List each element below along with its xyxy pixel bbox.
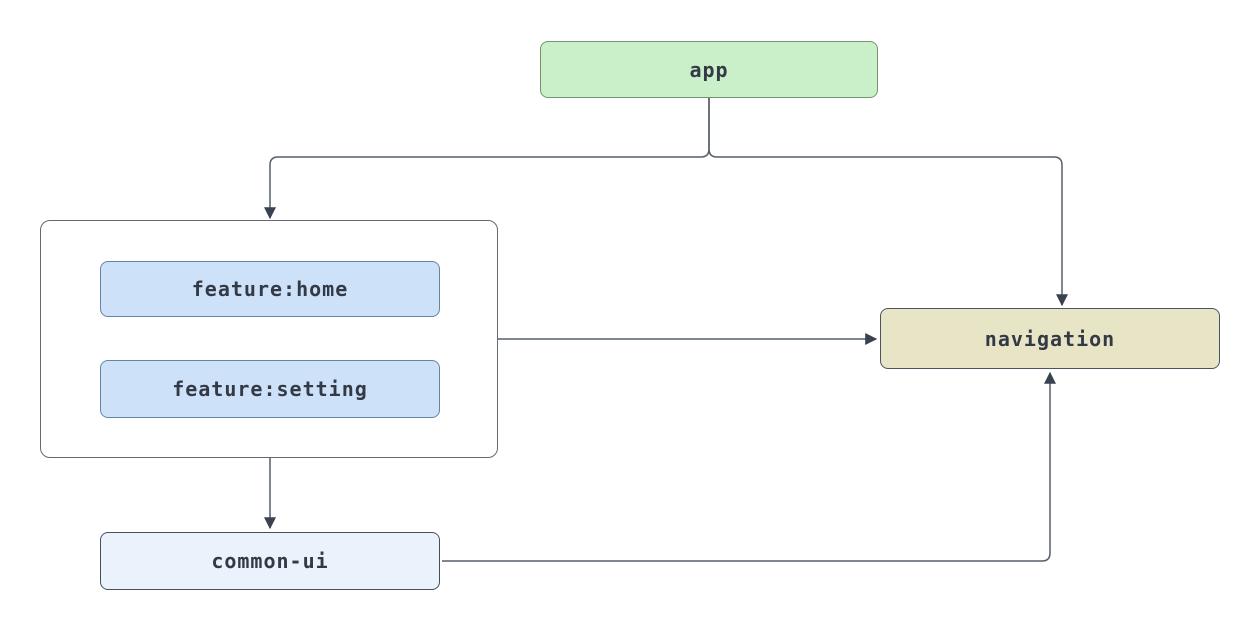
edge-common-ui-to-navigation xyxy=(442,371,1056,562)
edge-app-to-features-group xyxy=(264,98,710,220)
node-common-ui-label: common-ui xyxy=(211,549,329,573)
edge-app-to-navigation xyxy=(708,98,1068,307)
node-feature-home-label: feature:home xyxy=(191,277,349,301)
node-feature-home: feature:home xyxy=(100,261,440,317)
features-group-box xyxy=(40,220,498,458)
node-navigation-label: navigation xyxy=(984,326,1116,351)
node-common-ui: common-ui xyxy=(100,532,440,590)
node-feature-setting-label: feature:setting xyxy=(172,377,368,401)
node-app: app xyxy=(540,41,878,98)
node-feature-setting: feature:setting xyxy=(100,360,440,418)
node-app-label: app xyxy=(689,57,729,82)
node-navigation: navigation xyxy=(880,308,1220,369)
